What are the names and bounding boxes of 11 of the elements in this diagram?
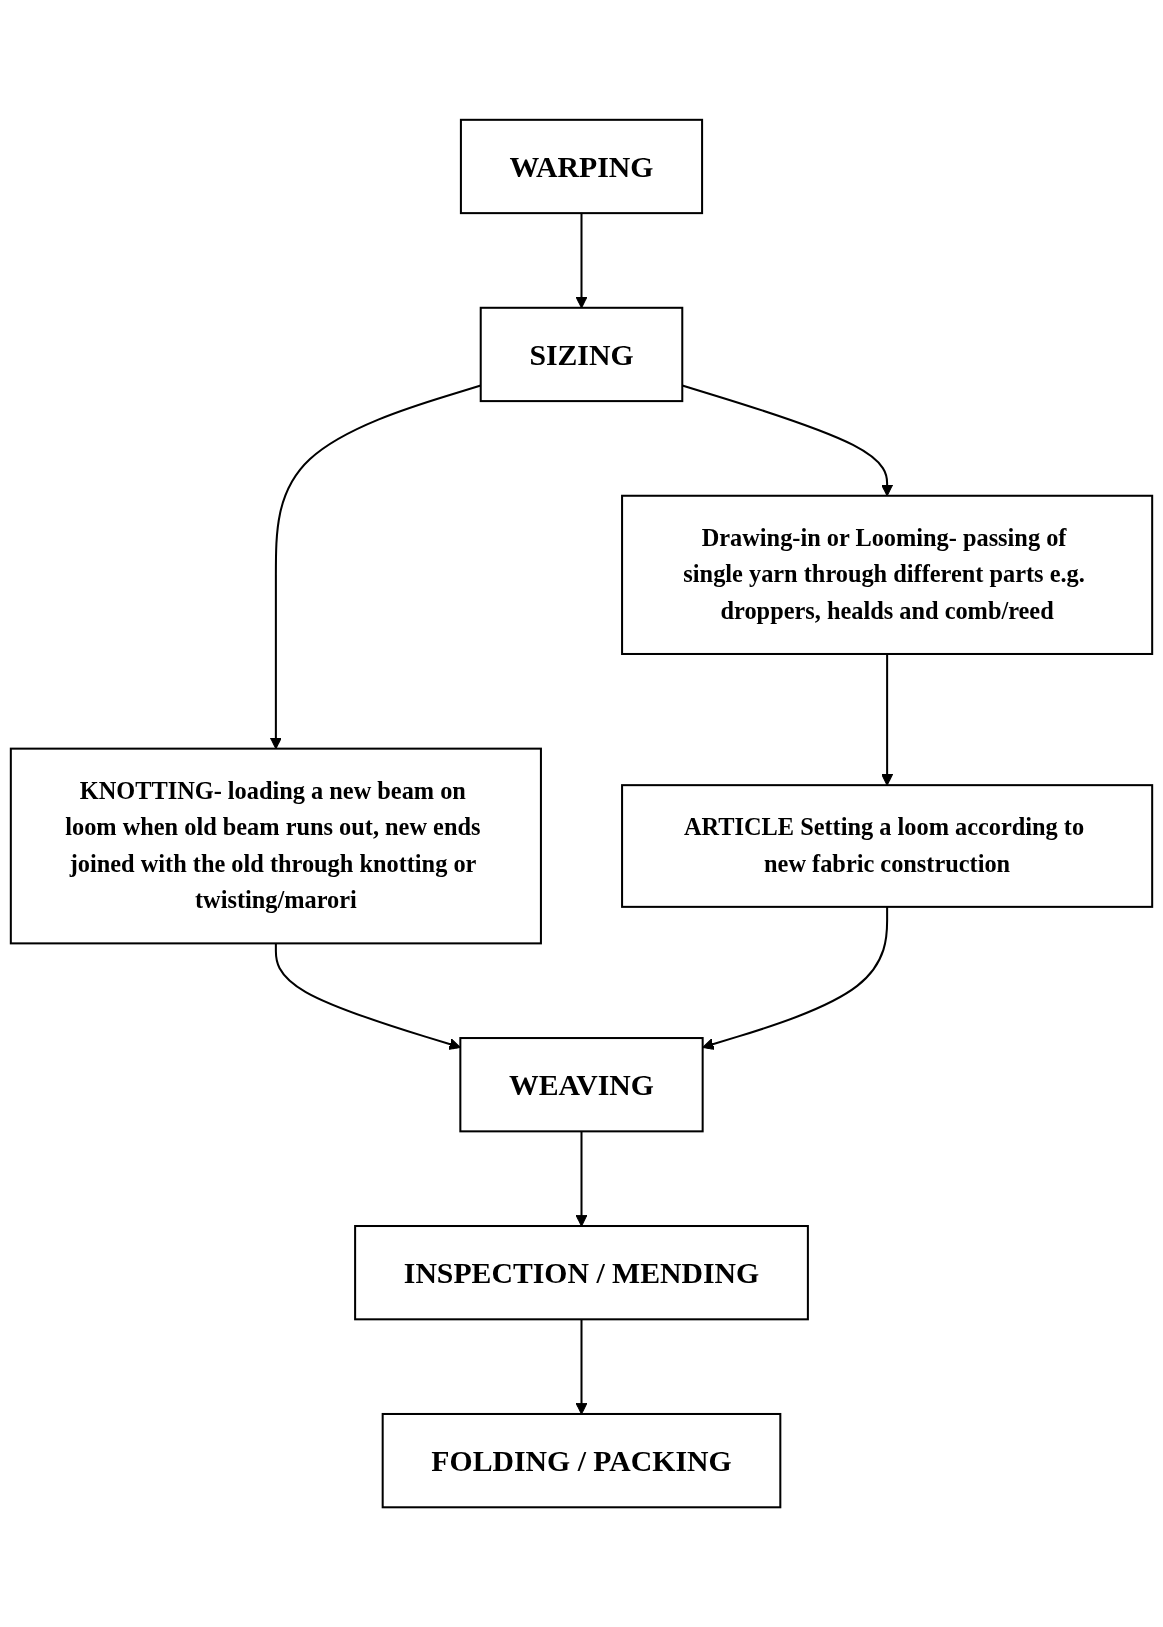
- node-box: KNOTTING- loading a new beam on loom when old beam runs out, new ends joined with the old through knotting or twisting/marori: [9, 747, 542, 945]
- node-box: WARPING: [459, 118, 704, 215]
- arrow: [702, 906, 889, 1050]
- arrow: [274, 943, 461, 1050]
- node-box: SIZING: [479, 306, 684, 403]
- node-box: WEAVING: [459, 1036, 704, 1133]
- node-box: INSPECTION / MENDING: [354, 1224, 809, 1321]
- node-box: FOLDING / PACKING: [381, 1412, 782, 1509]
- node-box: Drawing-in or Looming- passing of single yarn through different parts e.g. droppers, healds and comb/reed: [621, 494, 1154, 655]
- node-box: ARTICLE Setting a loom according to new fabric construction: [621, 784, 1154, 908]
- arrow: [881, 653, 894, 786]
